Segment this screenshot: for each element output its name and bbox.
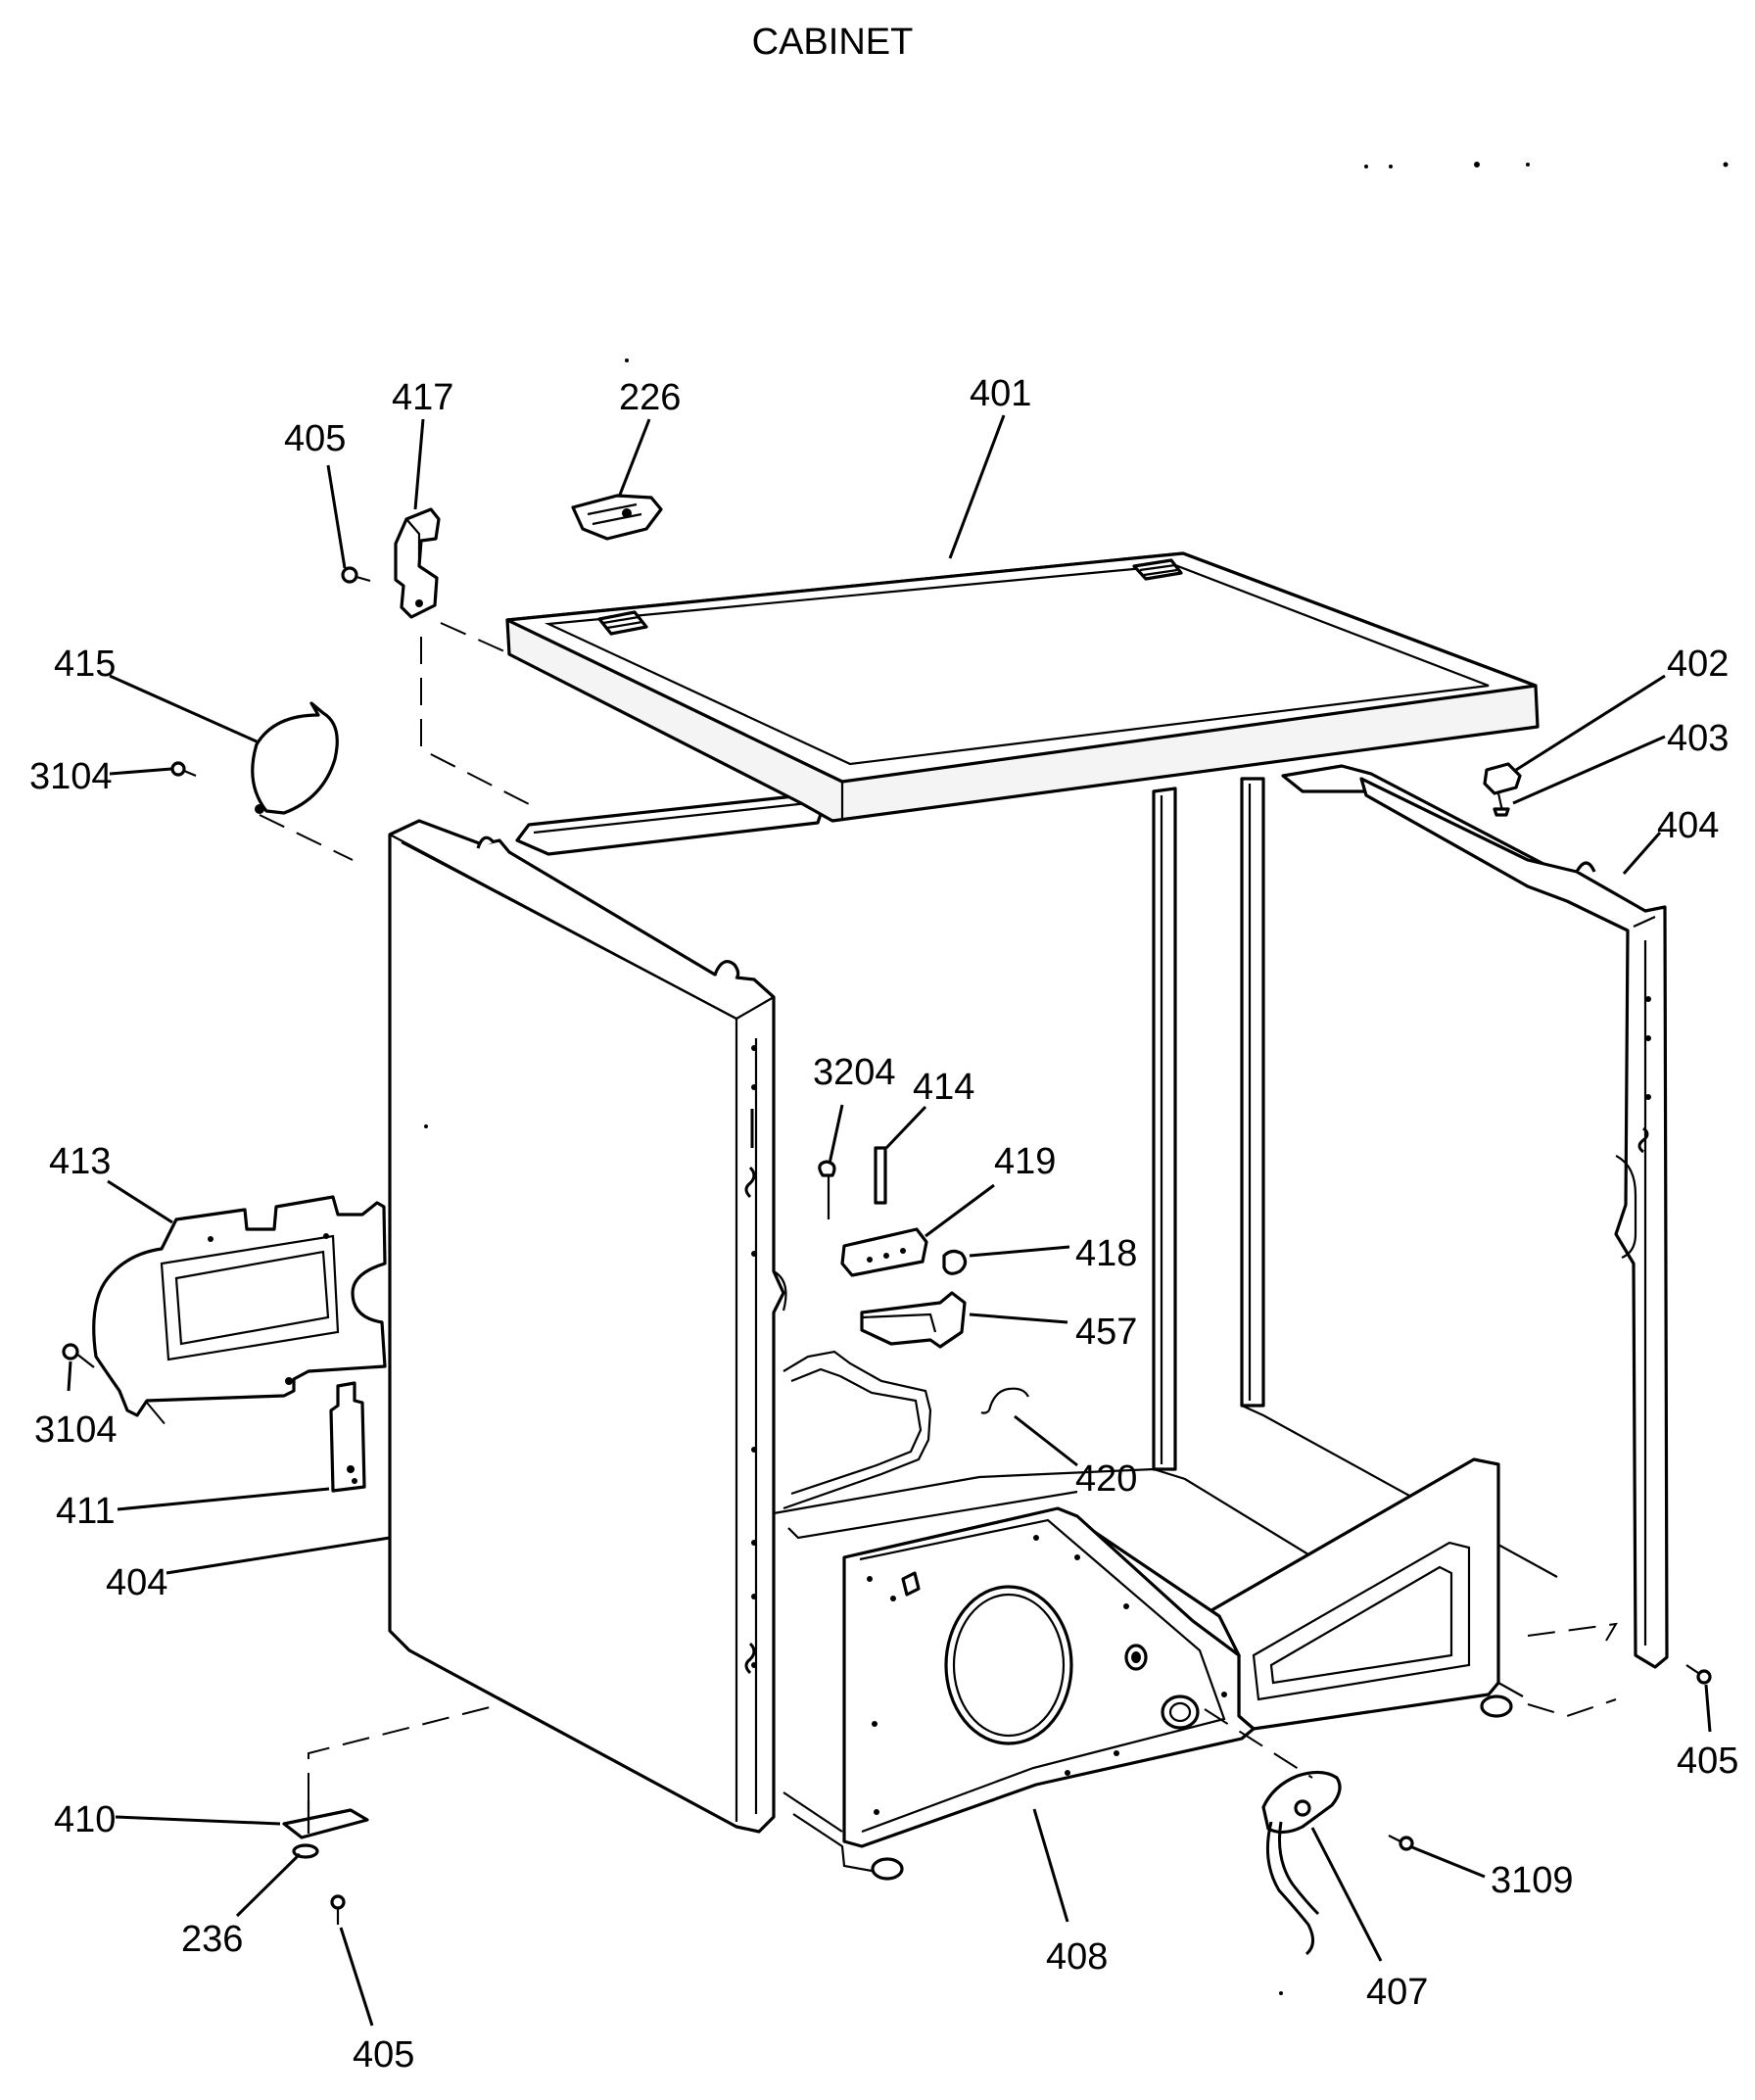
- callout-457: 457: [1075, 1312, 1137, 1353]
- callout-401: 401: [970, 373, 1031, 414]
- top-panel: [505, 551, 1540, 823]
- left-side-panel: [388, 819, 787, 1834]
- callout-410: 410: [54, 1799, 116, 1840]
- assembly-lines: [146, 622, 1618, 1800]
- callout-3109: 3109: [1491, 1860, 1574, 1901]
- callout-414: 414: [913, 1067, 974, 1108]
- callout-404-left: 404: [106, 1562, 167, 1603]
- rear-frame: [515, 764, 1589, 1588]
- callout-408: 408: [1046, 1936, 1108, 1978]
- callout-236: 236: [181, 1919, 243, 1960]
- panel-413: [92, 1195, 387, 1417]
- callout-418: 418: [1075, 1233, 1137, 1274]
- callout-419: 419: [994, 1141, 1056, 1182]
- screw-405-top: [341, 566, 371, 584]
- callout-413: 413: [49, 1141, 111, 1182]
- callout-labels: 417 226 401 405 415 3104 402 403 404 320…: [29, 373, 1738, 2076]
- screw-3104-upper: [170, 761, 197, 778]
- inner-back-opening: [783, 1350, 1078, 1540]
- callout-3104-upper: 3104: [29, 756, 113, 797]
- callout-415: 415: [54, 644, 116, 685]
- cord-407: [1261, 1770, 1414, 1956]
- screw-3104-lower: [62, 1343, 95, 1368]
- foot-402: [1483, 762, 1522, 817]
- callout-405-top: 405: [284, 418, 346, 459]
- callout-402: 402: [1667, 644, 1729, 685]
- callout-405-bottom: 405: [353, 2034, 414, 2076]
- cover-415: [251, 701, 339, 815]
- base: [783, 1457, 1524, 1881]
- callout-411: 411: [56, 1491, 116, 1532]
- screw-405-right: [1685, 1664, 1712, 1685]
- print-specks: [625, 162, 1729, 1995]
- clip-226: [571, 494, 663, 541]
- callout-420: 420: [1075, 1458, 1137, 1500]
- leader-lines: [67, 414, 1712, 2027]
- callout-226: 226: [619, 377, 681, 418]
- diagram-title: CABINET: [751, 22, 914, 63]
- bracket-417: [394, 507, 441, 619]
- hardware-cluster: [818, 1146, 1029, 1414]
- switch-411: [329, 1381, 366, 1493]
- callout-405-right: 405: [1677, 1741, 1738, 1782]
- callout-404-right: 404: [1657, 805, 1719, 846]
- callout-407: 407: [1366, 1972, 1428, 2013]
- leveling-bracket-410: [282, 1800, 369, 1925]
- callout-403: 403: [1667, 718, 1729, 759]
- callout-3104-lower: 3104: [34, 1409, 118, 1451]
- callout-3204: 3204: [813, 1052, 896, 1093]
- callout-417: 417: [392, 377, 453, 418]
- right-side-panel: [1359, 777, 1669, 1669]
